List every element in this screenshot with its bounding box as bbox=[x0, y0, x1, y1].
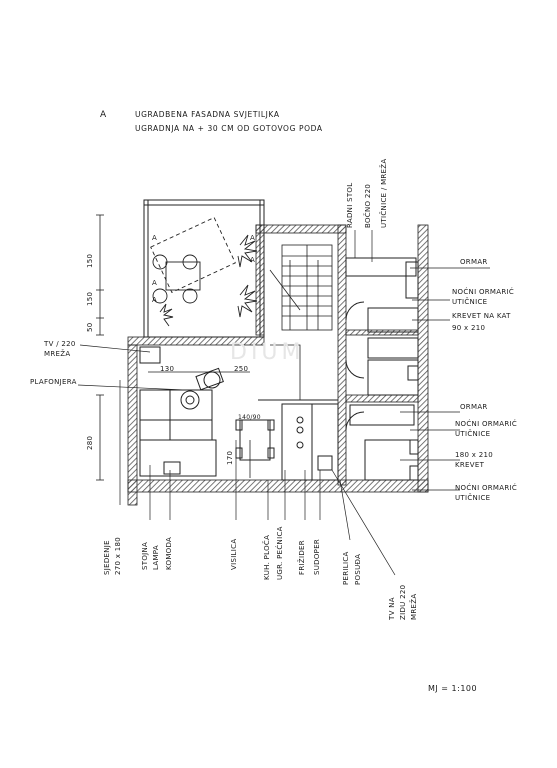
label-visilica: VISILICA bbox=[230, 538, 238, 570]
label-nocni-1: NOĆNI ORMARIĆ bbox=[452, 288, 515, 296]
svg-text:A: A bbox=[152, 279, 157, 287]
svg-text:A: A bbox=[250, 256, 255, 264]
label-krevet-na-kat: KREVET NA KAT bbox=[452, 312, 511, 320]
label-komoda: KOMODA bbox=[165, 536, 173, 570]
label-sudoper: SUDOPER bbox=[313, 538, 321, 575]
label-nocni-2: NOĆNI ORMARIĆ bbox=[455, 420, 518, 428]
label-nocni-2-sub: UTIČNICE bbox=[455, 430, 491, 438]
svg-text:A: A bbox=[152, 296, 157, 304]
staircase bbox=[269, 244, 333, 401]
living-furniture bbox=[139, 346, 224, 477]
dim-250: 250 bbox=[234, 365, 249, 373]
label-kuh-ploca: KUH. PLOČA bbox=[263, 534, 271, 580]
svg-text:A: A bbox=[250, 234, 255, 242]
label-radni-stol: RADNI STOL bbox=[346, 182, 354, 228]
label-nocni-1-sub: UTIČNICE bbox=[452, 298, 488, 306]
label-nocni-3-sub: UTIČNICE bbox=[455, 494, 491, 502]
svg-text:A: A bbox=[152, 234, 157, 242]
lamp-markers: A A A A A bbox=[152, 234, 255, 304]
bedroom-furniture bbox=[345, 257, 419, 481]
label-krevet-2-size: 180 x 210 bbox=[455, 451, 494, 459]
label-nocni-3: NOĆNI ORMARIĆ bbox=[455, 484, 518, 492]
label-posuda: POSUĐA bbox=[354, 553, 362, 585]
watermark: DIUM bbox=[230, 340, 305, 365]
note-marker: A bbox=[100, 110, 107, 120]
label-ormar-1: ORMAR bbox=[460, 258, 488, 266]
dim-150-top: 150 bbox=[86, 253, 94, 268]
dimension-lines bbox=[96, 214, 251, 481]
dim-table: 140/90 bbox=[238, 414, 261, 421]
label-bocno: BOČNO 220 bbox=[364, 183, 372, 228]
kitchen bbox=[235, 399, 339, 481]
label-uticnice-mreza: UTIČNICE / MREŽA bbox=[380, 158, 388, 228]
label-tv-na: TV NA bbox=[388, 597, 396, 620]
leader-lines bbox=[77, 230, 490, 576]
label-lampa: LAMPA bbox=[152, 545, 160, 570]
note-line-2: UGRADNJA NA + 30 CM OD GOTOVOG PODA bbox=[135, 124, 323, 133]
label-sjedenje: SJEDENJE bbox=[103, 540, 111, 575]
dim-170: 170 bbox=[226, 450, 234, 465]
label-tv-220: ZIDU 220 bbox=[399, 584, 407, 620]
dim-50: 50 bbox=[86, 322, 94, 332]
note-line-1: UGRADBENA FASADNA SVJETILJKA bbox=[135, 110, 280, 119]
dim-150-mid: 150 bbox=[86, 291, 94, 306]
label-stojna: STOJNA bbox=[141, 541, 149, 570]
label-frizider: FRIŽIDER bbox=[298, 540, 306, 575]
scale-label: MJ = 1:100 bbox=[428, 684, 478, 693]
label-perilica: PERILICA bbox=[342, 551, 350, 585]
terrace-furniture bbox=[150, 216, 258, 327]
dim-280: 280 bbox=[86, 435, 94, 450]
label-tv-mreza: MREŽA bbox=[410, 593, 418, 620]
dim-130: 130 bbox=[160, 365, 175, 373]
terrace bbox=[143, 199, 265, 338]
label-tv: TV / 220 bbox=[44, 340, 76, 348]
label-plafonjera: PLAFONJERA bbox=[30, 378, 77, 386]
label-ormar-2: ORMAR bbox=[460, 403, 488, 411]
label-sjedenje-size: 270 x 180 bbox=[114, 536, 122, 575]
label-tv-sub: MREŽA bbox=[44, 350, 71, 358]
label-krevet-1-size: 90 x 210 bbox=[452, 324, 486, 332]
label-krevet-2: KREVET bbox=[455, 461, 485, 469]
label-ugr-pecnica: UGR. PEĆNICA bbox=[276, 526, 284, 580]
